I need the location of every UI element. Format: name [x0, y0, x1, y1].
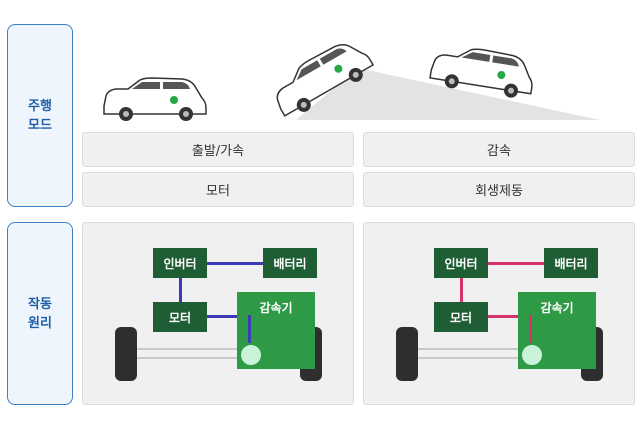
mode-phase-text: 출발/가속	[191, 144, 245, 159]
battery-label: 배터리	[554, 256, 588, 271]
inverter-label: 인버터	[444, 256, 478, 271]
car-icon	[276, 43, 375, 117]
motor-label: 모터	[449, 310, 473, 325]
car-icon	[429, 48, 533, 98]
gear-icon	[520, 343, 544, 367]
wheel-icon	[396, 327, 418, 381]
wire-motor-gearbox	[207, 315, 249, 318]
wire-inverter-motor	[179, 276, 182, 302]
mode-phase-accelerate: 출발/가속	[82, 132, 354, 167]
axle-line	[133, 348, 313, 350]
battery-label: 배터리	[273, 256, 307, 271]
motor-module: 모터	[434, 302, 488, 332]
driving-mode-text: 주행 모드	[28, 98, 52, 133]
mode-source-motor: 모터	[82, 172, 354, 207]
mode-phase-text: 감속	[487, 144, 511, 159]
gearbox-label: 감속기	[259, 301, 293, 315]
wire-inverter-battery	[487, 262, 545, 265]
mode-source-regen: 회생제동	[363, 172, 635, 207]
wheel-icon	[115, 327, 137, 381]
wire-inverter-battery	[206, 262, 264, 265]
car-icon	[103, 77, 207, 121]
axle-line	[133, 357, 313, 359]
principle-label: 작동 원리	[7, 222, 73, 405]
mode-source-text: 회생제동	[475, 184, 523, 199]
wire-motor-gearbox	[488, 315, 530, 318]
battery-module: 배터리	[544, 248, 598, 278]
motor-module: 모터	[153, 302, 207, 332]
mode-source-text: 모터	[206, 184, 230, 199]
gear-icon	[239, 343, 263, 367]
axle-line	[414, 357, 594, 359]
slope-shape	[296, 68, 600, 120]
wire-gearbox-inner	[529, 315, 532, 343]
battery-module: 배터리	[263, 248, 317, 278]
principle-diagram-accelerate: 인버터 배터리 모터 감속기	[82, 222, 354, 405]
wire-inverter-motor	[460, 276, 463, 302]
principle-text: 작동 원리	[28, 296, 52, 331]
driving-mode-label: 주행 모드	[7, 24, 73, 207]
driving-scene-illustration	[103, 43, 600, 121]
motor-label: 모터	[168, 310, 192, 325]
inverter-module: 인버터	[153, 248, 207, 278]
gearbox-label: 감속기	[540, 301, 574, 315]
inverter-label: 인버터	[163, 256, 197, 271]
principle-diagram-decelerate: 인버터 배터리 모터 감속기	[363, 222, 635, 405]
inverter-module: 인버터	[434, 248, 488, 278]
axle-line	[414, 348, 594, 350]
wire-gearbox-inner	[248, 315, 251, 343]
mode-phase-decelerate: 감속	[363, 132, 635, 167]
